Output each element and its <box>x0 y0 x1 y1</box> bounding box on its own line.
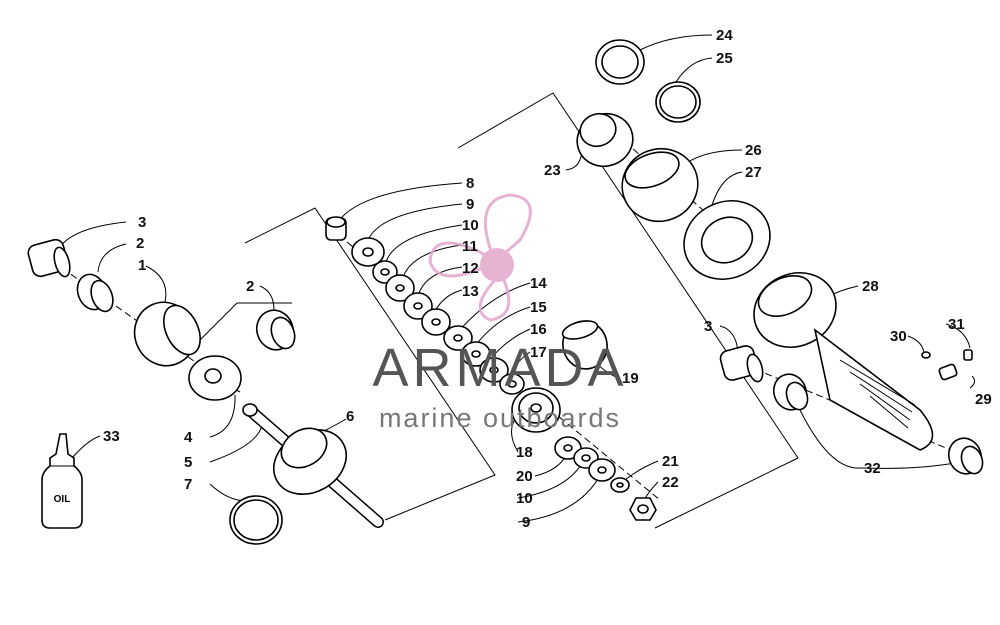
part-3-bushing-left <box>27 238 71 278</box>
callout-label: 3 <box>138 214 146 231</box>
part-25-ring <box>655 81 701 123</box>
part-1-eyelet <box>133 301 201 367</box>
callout-label: 12 <box>462 260 479 277</box>
part-2-washer-mid <box>255 309 296 351</box>
watermark-tagline: marine outboards <box>379 403 621 433</box>
part-2-washer-left <box>76 273 114 313</box>
part-19-sleeve <box>561 320 608 370</box>
callout-label: 10 <box>462 217 479 234</box>
callout-label: 32 <box>864 460 881 477</box>
callout-label: 4 <box>184 429 193 446</box>
axis-dashes <box>61 119 976 501</box>
callout-label: 9 <box>466 196 474 213</box>
callout-label: 21 <box>662 453 679 470</box>
callout-label: 11 <box>462 238 478 255</box>
part-24-seal <box>595 39 645 85</box>
part-8-pin <box>325 216 347 241</box>
callout-label: 33 <box>103 428 120 445</box>
callout-label: 24 <box>716 27 733 44</box>
propeller-hub <box>480 248 514 282</box>
callout-label: 25 <box>716 50 733 67</box>
callout-label: 23 <box>544 162 561 179</box>
part-22-nut <box>629 497 657 521</box>
callout-labels: 1 2 2 3 3 4 5 6 7 8 9 9 10 10 11 12 13 1… <box>103 27 992 531</box>
callout-label: 8 <box>466 175 474 192</box>
callout-label: 17 <box>530 344 547 361</box>
propeller-blade <box>478 256 511 322</box>
part-32-washer-right <box>772 373 984 475</box>
propeller-logo <box>428 193 532 322</box>
callout-label: 14 <box>530 275 547 292</box>
callout-label: 10 <box>516 490 533 507</box>
oil-label: OIL <box>54 494 71 505</box>
callout-label: 1 <box>138 257 146 274</box>
part-27-spring-adjuster <box>683 200 771 280</box>
callout-label: 2 <box>246 278 254 295</box>
callout-label: 20 <box>516 468 533 485</box>
lower-washer-stack <box>554 436 630 493</box>
callout-label: 30 <box>890 328 907 345</box>
callout-label: 3 <box>704 318 712 335</box>
propeller-blade <box>428 241 498 278</box>
propeller-blade <box>483 193 532 265</box>
part-6-piston-housing <box>273 427 347 495</box>
callout-label: 13 <box>462 283 479 300</box>
part-4-bumper <box>188 355 242 401</box>
center-washer-stack <box>351 237 525 395</box>
callout-label: 6 <box>346 408 354 425</box>
part-18-piston <box>511 387 561 433</box>
callout-label: 5 <box>184 454 192 471</box>
callout-label: 22 <box>662 474 679 491</box>
part-26-collar <box>621 147 699 223</box>
callout-label: 26 <box>745 142 762 159</box>
callout-label: 28 <box>862 278 879 295</box>
part-23-reservoir-cap <box>576 112 634 168</box>
callout-label: 7 <box>184 476 192 493</box>
callout-label: 15 <box>530 299 547 316</box>
callout-label: 9 <box>522 514 530 531</box>
callout-label: 19 <box>622 370 639 387</box>
callout-label: 2 <box>136 235 144 252</box>
watermark: ARMADA marine outboards <box>372 193 627 433</box>
callout-label: 27 <box>745 164 762 181</box>
watermark-brand: ARMADA <box>372 338 627 398</box>
callout-label: 31 <box>948 316 965 333</box>
part-33-oil-bottle: OIL <box>41 433 83 529</box>
callout-label: 16 <box>530 321 547 338</box>
callout-label: 18 <box>516 444 533 461</box>
part-7-o-ring <box>229 495 283 545</box>
part-3-bushing-right <box>719 345 764 383</box>
callout-label: 29 <box>975 391 992 408</box>
parts-29-31-valve <box>921 349 973 381</box>
part-28-shock-body <box>753 272 934 451</box>
